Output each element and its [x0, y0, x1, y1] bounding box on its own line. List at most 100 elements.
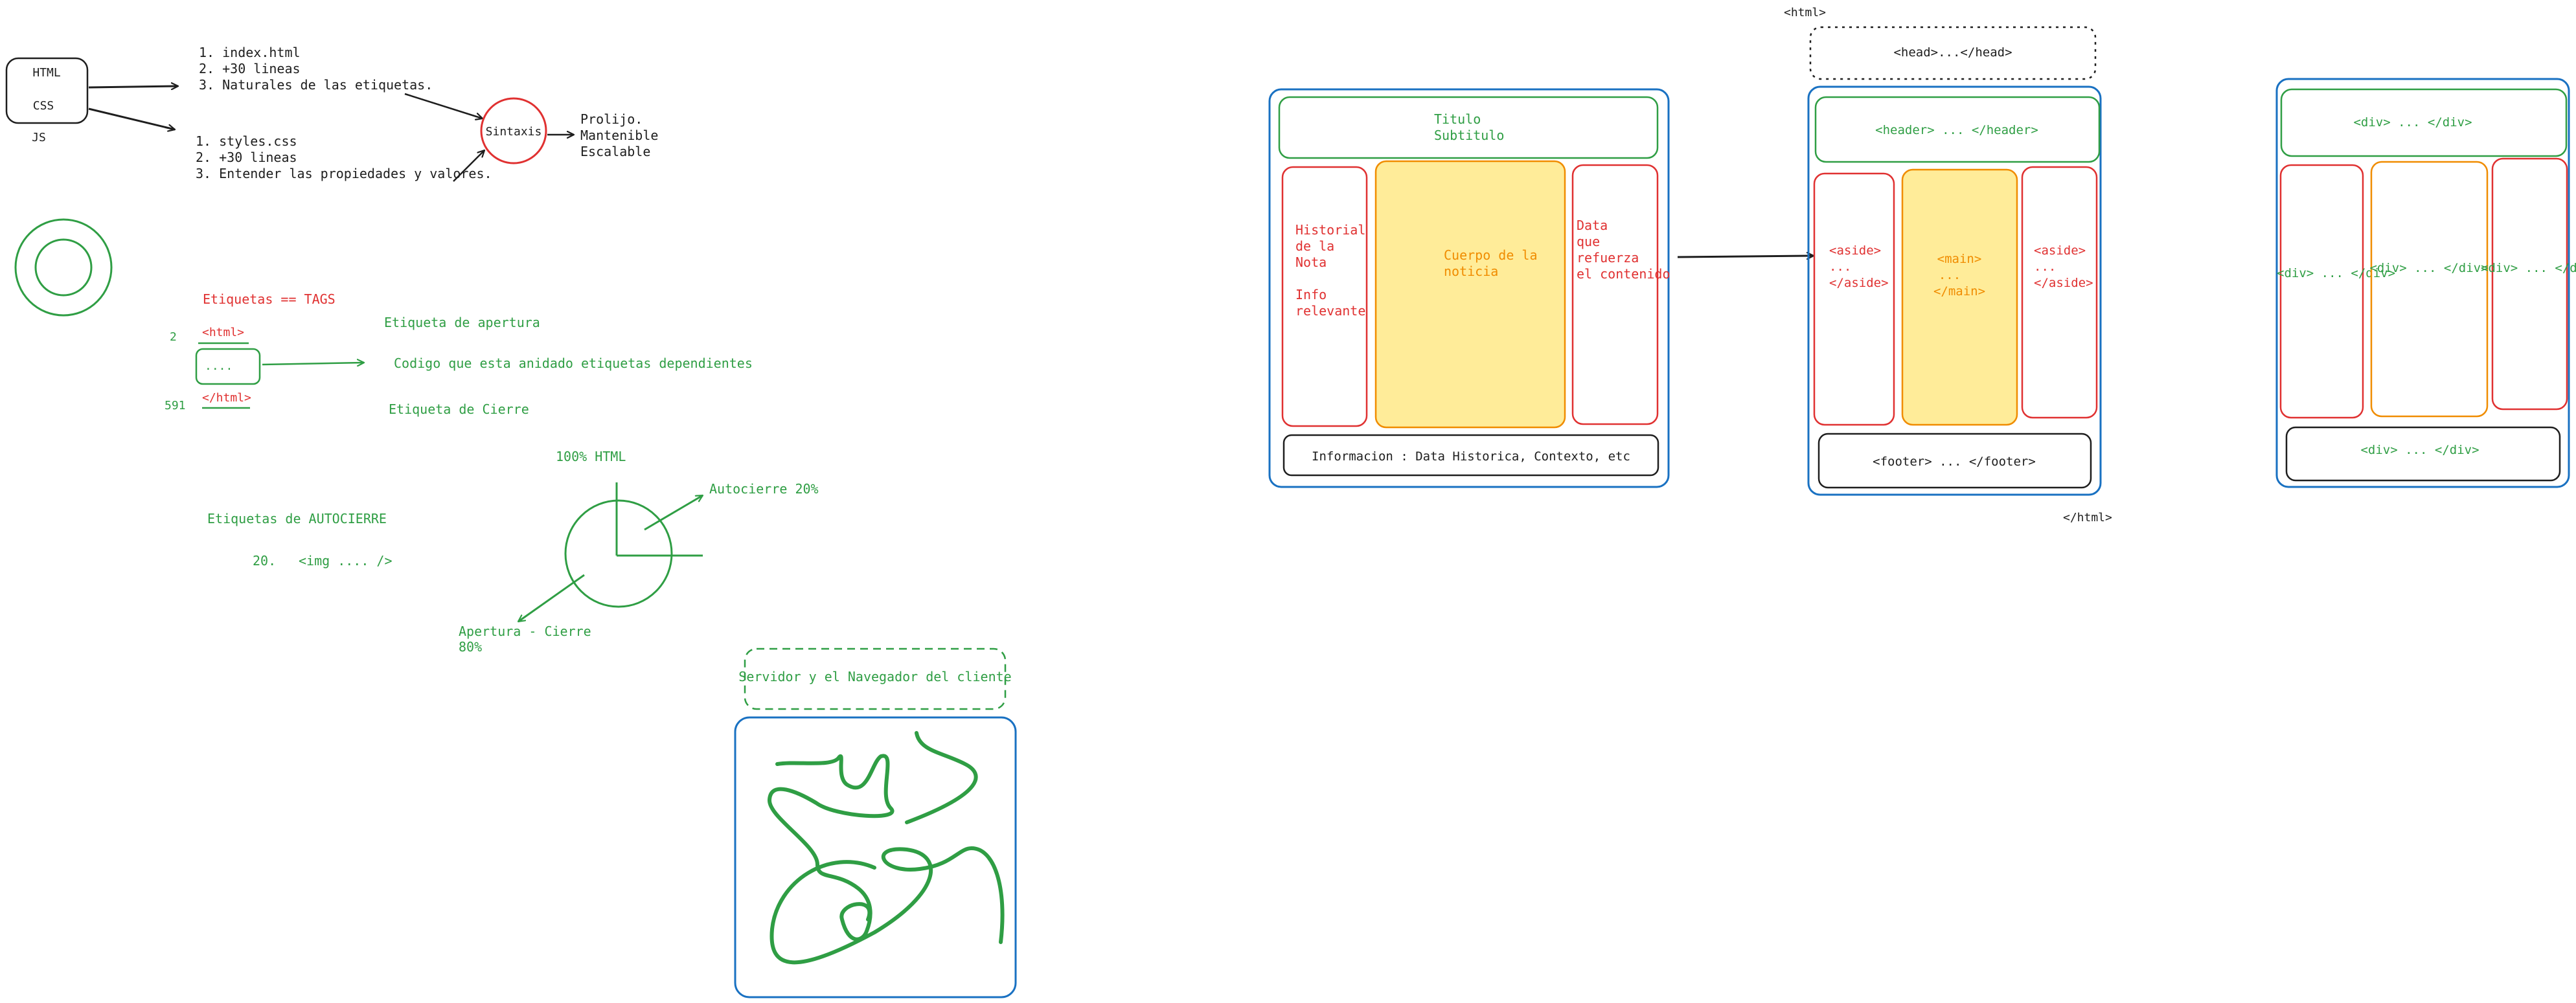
result-3: Escalable [580, 144, 650, 159]
concept-left-line-3: Nota [1295, 254, 1327, 270]
label-close: Etiqueta de Cierre [389, 401, 529, 417]
div-bottom-box[interactable] [2285, 426, 2561, 482]
semantic-main-dots: ... [1939, 268, 1961, 282]
semantic-head-text: <head>...</head> [1893, 45, 2012, 60]
tags-title: Etiquetas == TAGS [203, 291, 336, 307]
html-note-1: 1. index.html [199, 45, 301, 60]
css-note-1: 1. styles.css [196, 133, 297, 149]
div-top-text: <div> ... </div> [2353, 115, 2472, 130]
sintaxis-label: Sintaxis [486, 125, 542, 139]
pie-apertura-label-1: Apertura - Cierre [459, 624, 591, 639]
stack-box[interactable] [5, 57, 89, 124]
div-right-text: <div> ... </div> [2481, 261, 2576, 275]
css-notes: 1. styles.css 2. +30 lineas 3. Entender … [196, 133, 492, 181]
concept-main-line-2: noticia [1444, 264, 1498, 279]
semantic-aside-left-dots: ... [1829, 260, 1851, 274]
concept-right-column[interactable] [1571, 164, 1659, 425]
open-tag-text: <html> [202, 326, 244, 339]
browser-box[interactable] [734, 716, 1017, 998]
line-open-number: 2 [170, 330, 177, 344]
arrow-css-to-notes[interactable] [88, 107, 175, 130]
semantic-aside-right-dots: ... [2034, 260, 2056, 274]
semantic-aside-left[interactable] [1813, 172, 1895, 426]
server-section: Servidor y el Navegador del cliente [734, 648, 1017, 998]
autocierre-section: Etiquetas de AUTOCIERRE 20. <img .... /> [207, 511, 393, 569]
concept-left-column[interactable] [1281, 166, 1368, 427]
concept-main-column[interactable] [1374, 160, 1566, 429]
div-left-box[interactable] [2279, 164, 2364, 419]
div-top-box[interactable] [2280, 88, 2568, 157]
concept-right-line-4: el contenido [1577, 266, 1670, 282]
concept-right-line-2: que [1577, 234, 1600, 249]
concept-left-line-2: de la [1295, 238, 1334, 254]
div-layout-frame[interactable] [2275, 78, 2570, 488]
autocierre-example: <img .... /> [299, 553, 393, 569]
div-right-box[interactable] [2491, 157, 2568, 411]
html-notes: 1. index.html 2. +30 lineas 3. Naturales… [199, 45, 433, 93]
nested-code-box[interactable] [195, 348, 261, 385]
semantic-main-open: <main> [1937, 252, 1982, 266]
pie-total-label: 100% HTML [556, 449, 626, 464]
semantic-aside-right[interactable] [2021, 166, 2098, 419]
div-left-text: <div> ... </div> [2277, 266, 2395, 280]
stack-html-label: HTML [32, 66, 61, 80]
arrow-notes-to-sintaxis-1[interactable] [404, 93, 483, 118]
concept-footer-box[interactable] [1282, 434, 1659, 477]
scribble-loop[interactable] [769, 846, 1005, 965]
tags-section: Etiquetas == TAGS 2 <html> .... 591 </ht… [165, 291, 753, 417]
stack-js-label: JS [32, 131, 46, 144]
semantic-body-frame[interactable] [1807, 85, 2102, 496]
arrow-concept-to-semantic[interactable] [1677, 256, 1814, 257]
semantic-footer-box[interactable] [1818, 433, 2092, 489]
semantic-aside-right-open: <aside> [2034, 243, 2086, 258]
semantic-aside-left-close: </aside> [1829, 276, 1889, 290]
concept-footer-text: Informacion : Data Historica, Contexto, … [1312, 449, 1630, 464]
semantic-aside-left-open: <aside> [1829, 243, 1881, 258]
intro-section: HTML CSS JS 1. index.html 2. +30 lineas … [5, 45, 658, 182]
arrow-nested[interactable] [262, 363, 364, 365]
label-open: Etiqueta de apertura [384, 315, 540, 330]
concept-left-line-6: relevante [1295, 303, 1365, 319]
html-note-3: 3. Naturales de las etiquetas. [199, 77, 433, 93]
semantic-main-box[interactable] [1901, 168, 2018, 426]
arrow-apertura-slice[interactable] [518, 574, 585, 622]
stack-css-label: CSS [33, 99, 54, 113]
nested-code-dots: .... [205, 359, 233, 373]
sintaxis-circle[interactable] [480, 97, 547, 164]
layout-concept: Titulo Subtitulo Historial de la Nota In… [1268, 88, 1670, 488]
pie-circle[interactable] [564, 499, 673, 608]
arrow-notes-to-sintaxis-2[interactable] [453, 150, 484, 182]
server-label-box[interactable] [744, 648, 1007, 710]
arrow-html-to-notes[interactable] [88, 86, 178, 87]
semantic-footer-text: <footer> ... </footer> [1873, 455, 2036, 469]
semantic-main-close: </main> [1933, 284, 1985, 299]
semantic-html-open: <html> [1784, 6, 1826, 19]
concept-left-line-1: Historial [1295, 222, 1365, 238]
result-2: Mantenible [580, 128, 658, 143]
scribble-drawing[interactable] [768, 754, 895, 941]
concept-header-box[interactable] [1278, 96, 1659, 159]
arrow-autocierre-slice[interactable] [644, 494, 703, 531]
css-note-3: 3. Entender las propiedades y valores. [196, 166, 492, 181]
scribble-hook[interactable] [905, 731, 978, 824]
layout-concept-frame[interactable] [1268, 88, 1670, 488]
concept-left-line-5: Info [1295, 287, 1327, 302]
result-1: Prolijo. [580, 111, 643, 127]
concept-header-title: Titulo [1434, 111, 1481, 127]
div-center-text: <div> ... </div> [2369, 261, 2488, 275]
pie-auto-label: Autocierre 20% [709, 481, 819, 497]
concept-left-text: Historial de la Nota Info relevante [1295, 222, 1365, 319]
autocierre-title: Etiquetas de AUTOCIERRE [207, 511, 387, 526]
concentric-circles[interactable] [14, 218, 113, 317]
div-center-box[interactable] [2370, 161, 2489, 418]
pie-apertura-label-2: 80% [459, 639, 482, 655]
semantic-html-close: </html> [2063, 511, 2112, 524]
layout-semantic: <html> <head>...</head> <header> ... </h… [1784, 6, 2112, 524]
css-note-2: 2. +30 lineas [196, 150, 297, 165]
pie-sketch: 100% HTML Autocierre 20% Apertura - Cier… [459, 449, 819, 655]
semantic-header-box[interactable] [1814, 96, 2101, 163]
close-tag-text: </html> [202, 391, 251, 405]
layout-divs: <div> ... </div> <div> ... </div> <div> … [2275, 78, 2576, 488]
semantic-aside-right-close: </aside> [2034, 276, 2093, 290]
